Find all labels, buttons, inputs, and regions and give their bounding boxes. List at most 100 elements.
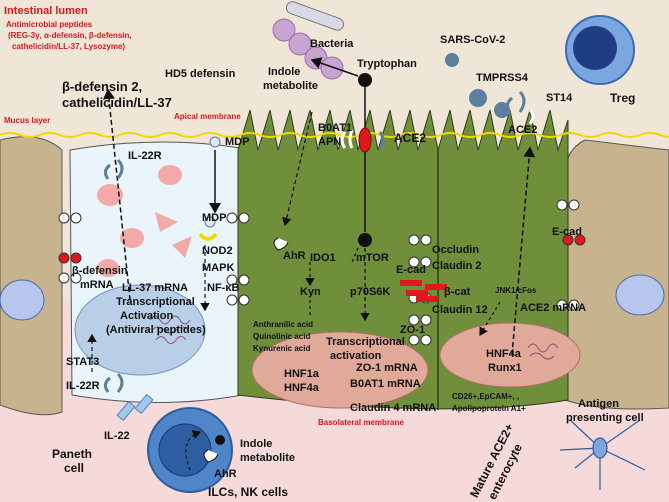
hnf1a-label: HNF1a — [284, 368, 319, 380]
zo1-label: ZO-1 — [400, 324, 426, 336]
kyn-label: Kyn — [300, 286, 321, 298]
ll37-mrna: LL-37 mRNA — [122, 282, 189, 294]
mtor-label: mTOR — [356, 252, 389, 264]
indole-top-1: Indole — [268, 66, 301, 78]
tight-junction-icons — [58, 199, 586, 346]
apical-label: Apical membrane — [174, 112, 241, 121]
paneth-trans-3: (Antiviral peptides) — [106, 324, 206, 336]
paneth-trans-2: Activation — [120, 310, 174, 322]
il22r-bottom-label: IL-22R — [66, 380, 100, 392]
ecad-label: E-cad — [396, 264, 426, 276]
right-cell-nucleus — [615, 274, 665, 316]
bdef-mrna-1: β-defensin — [72, 265, 128, 277]
nfkb-label: NF-κB — [207, 282, 240, 294]
zo1-mrna: ZO-1 mRNA — [356, 362, 418, 374]
ilc-ahr-label: AhR — [214, 468, 237, 480]
granule — [172, 236, 192, 258]
mtor-node — [358, 233, 372, 247]
bacteria-label: Bacteria — [310, 38, 354, 50]
tmprss4-icon — [505, 90, 526, 115]
amp-title: Antimicrobial peptides — [6, 20, 93, 29]
left-cell-nucleus — [0, 279, 45, 321]
markers-1: CD26+,EpCAM+, , — [452, 392, 520, 401]
sars-label: SARS-CoV-2 — [440, 34, 506, 46]
chromatin — [527, 343, 559, 360]
il22r-top-label: IL-22R — [128, 150, 162, 162]
il22-label: IL-22 — [104, 430, 130, 442]
ahr-icon — [273, 237, 289, 251]
indole-top-2: metabolite — [263, 80, 319, 92]
granule — [158, 165, 182, 185]
enterocyte-nucleus — [251, 331, 429, 409]
st14-label: ST14 — [546, 92, 573, 104]
st14-icon — [528, 108, 535, 125]
ilc-nk-label: ILCs, NK cells — [208, 485, 289, 499]
quinolinic-label: Quinolinic acid — [253, 332, 311, 341]
nod2-label: NOD2 — [202, 245, 233, 257]
paneth-cell-label-2: cell — [64, 461, 85, 475]
ecad-right-label: E-cad — [552, 226, 582, 238]
bdef-line-1: β-defensin 2, — [62, 79, 143, 94]
ahr-label: AhR — [283, 250, 306, 262]
ent-trans-2: activation — [330, 350, 382, 362]
amp-line-1: (REG-3γ, α-defensin, β-defensin, — [8, 31, 132, 40]
markers-2: Apolipoprotein A1+ — [452, 404, 526, 413]
jnk-label: JNK1/cFos — [495, 286, 537, 295]
chromatin — [149, 315, 191, 344]
paneth-cell-label-1: Paneth — [52, 447, 93, 461]
right-epithelial-cell — [564, 139, 669, 410]
ilc-indole-1: Indole — [240, 438, 273, 450]
ent-trans-1: Transcriptional — [326, 336, 405, 348]
granule — [155, 212, 178, 232]
mucus-label: Mucus layer — [4, 116, 51, 125]
transporter-icon — [340, 129, 354, 149]
ace2-top-label: ACE2 — [394, 131, 427, 145]
il22r-icon — [103, 158, 124, 180]
mucus-layer-line — [0, 132, 669, 138]
mdp-top-label: MDP — [225, 136, 250, 148]
mdp-icon — [209, 136, 221, 148]
bdef-line-2: cathelicidin/LL-37 — [62, 95, 172, 110]
bcat-label: β-cat — [444, 286, 471, 298]
apn-icon — [378, 131, 385, 149]
claudin12-label: Claudin 12 — [432, 304, 488, 316]
paneth-nucleus — [74, 284, 206, 376]
amp-line-2: cathelicidin/LL-37, Lysozyme) — [12, 42, 126, 51]
ido1-label: IDO1 — [310, 252, 336, 264]
tryptophan-node — [358, 73, 372, 87]
granule — [97, 259, 119, 277]
paneth-trans-1: Transcriptional — [116, 296, 195, 308]
antigen-presenting-cell-icon — [559, 419, 646, 490]
occludin-label: Occludin — [432, 244, 480, 256]
left-epithelial-cell — [0, 136, 63, 416]
hd5-label: HD5 defensin — [165, 68, 236, 80]
granule — [97, 184, 123, 206]
claudin4-mrna: Claudin 4 mRNA — [350, 402, 437, 414]
treg-label: Treg — [610, 91, 636, 105]
runx1-label: Runx1 — [488, 362, 522, 374]
mdp-label: MDP — [202, 212, 227, 224]
tmprss4-label: TMPRSS4 — [476, 72, 528, 84]
hnf4a-right-label: HNF4a — [486, 348, 521, 360]
kynurenic-label: Kynurenic acid — [253, 344, 311, 353]
ahr-icon — [203, 449, 219, 463]
ace2-enterocyte-nucleus — [439, 322, 581, 388]
apc-label-2: presenting cell — [566, 412, 644, 424]
lumen-title: Intestinal lumen — [4, 5, 88, 17]
ilc-nucleus — [158, 423, 212, 477]
bdef-mrna-2: mRNA — [80, 279, 114, 291]
claudin2-label: Claudin 2 — [432, 260, 482, 272]
mapk-label: MAPK — [202, 262, 235, 274]
granule — [120, 228, 144, 248]
basolateral-label: Basolateral membrane — [318, 418, 404, 427]
stat3-label: STAT3 — [66, 356, 100, 368]
b0at1-label: B0AT1 — [318, 122, 353, 134]
hnf4a-label: HNF4a — [284, 382, 319, 394]
apc-label-1: Antigen — [578, 398, 619, 410]
ace2-mrna-label: ACE2 mRNA — [520, 302, 587, 314]
ace2-receptor-icon — [358, 127, 372, 153]
tryptophan-label: Tryptophan — [357, 58, 417, 70]
adherens-junction-icon — [400, 280, 447, 302]
b0at1-mrna: B0AT1 mRNA — [350, 378, 421, 390]
